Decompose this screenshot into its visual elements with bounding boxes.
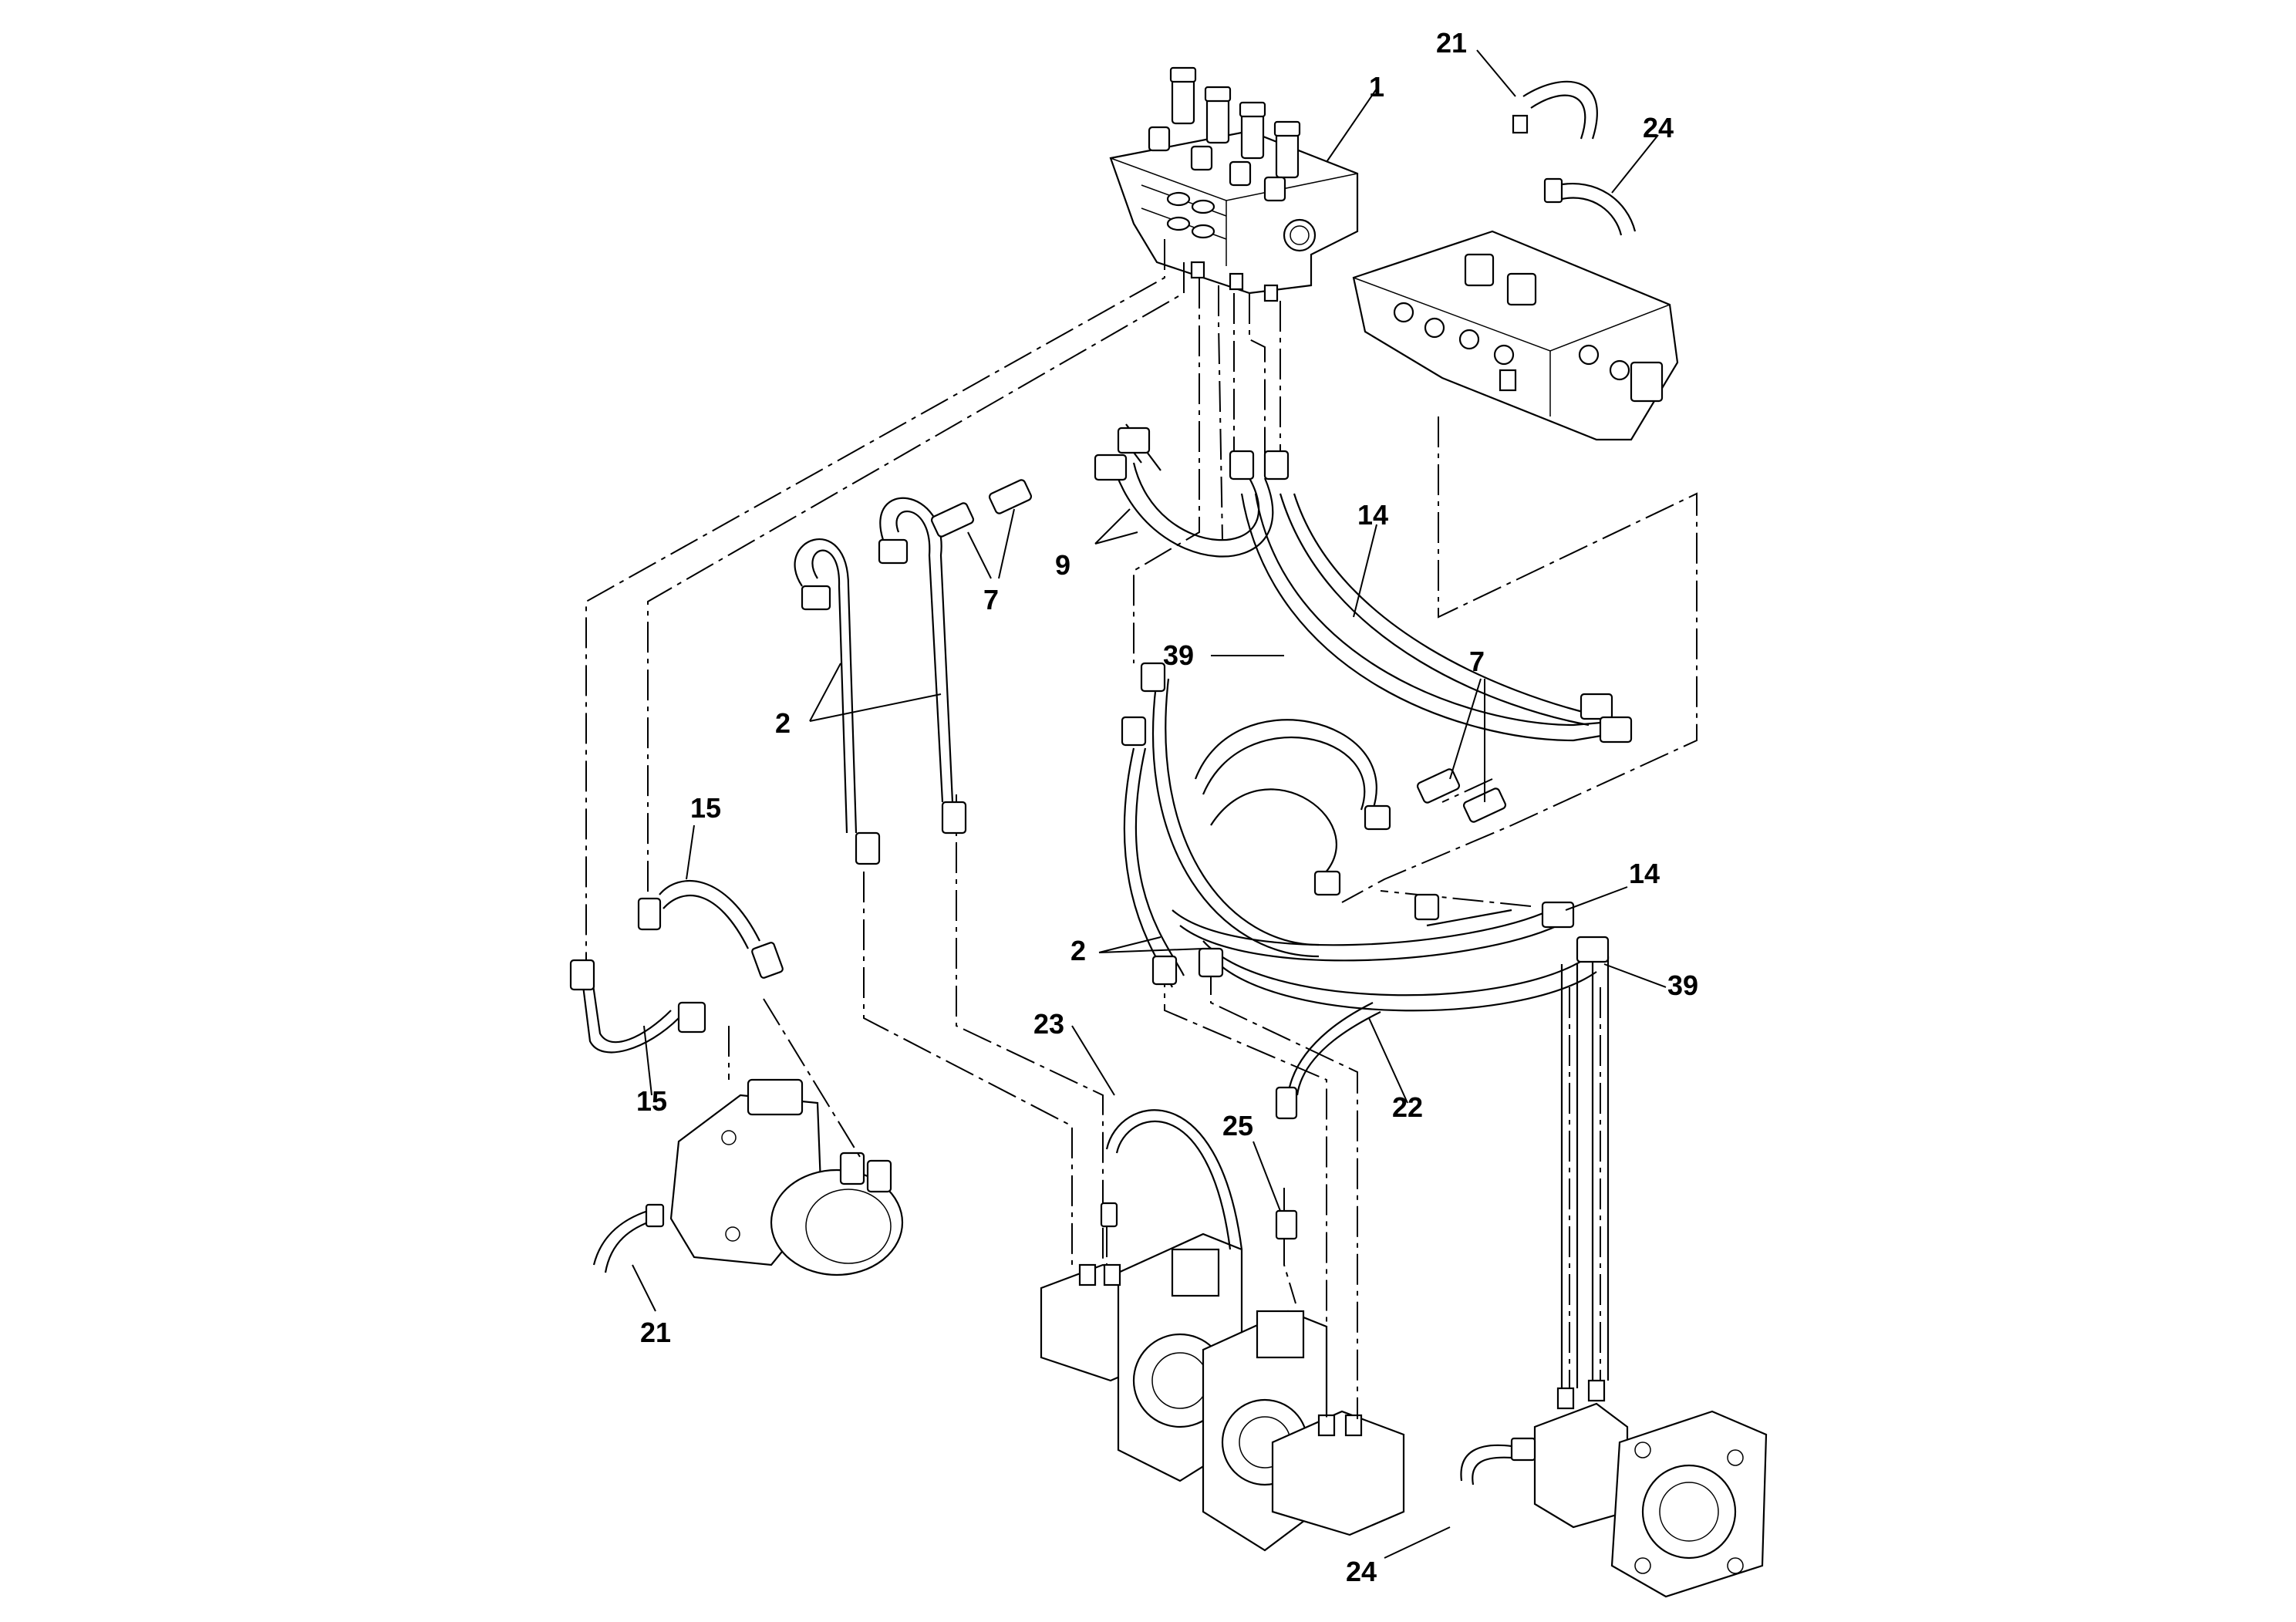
callout-14-upper: 14 bbox=[1357, 499, 1388, 531]
callout-2-lower: 2 bbox=[1070, 935, 1086, 966]
callout-9: 9 bbox=[1055, 549, 1070, 581]
callout-22: 22 bbox=[1392, 1091, 1423, 1123]
callout-25: 25 bbox=[1222, 1110, 1253, 1141]
callout-2-upper: 2 bbox=[775, 707, 791, 739]
fittings bbox=[801, 427, 1633, 1240]
callout-24-top: 24 bbox=[1643, 112, 1674, 143]
callout-23: 23 bbox=[1033, 1008, 1064, 1040]
callout-14-lower: 14 bbox=[1629, 858, 1660, 889]
callout-24-bottom: 24 bbox=[1346, 1556, 1377, 1587]
callout-21-bottom: 21 bbox=[640, 1317, 671, 1348]
left-hydraulic-motor bbox=[669, 1078, 904, 1276]
callout-15-lower: 15 bbox=[636, 1085, 667, 1117]
callout-1: 1 bbox=[1369, 71, 1384, 103]
center-right-motor-with-bracket bbox=[1202, 1310, 1405, 1552]
callout-21-top: 21 bbox=[1436, 27, 1467, 59]
callout-39-upper: 39 bbox=[1163, 639, 1194, 671]
hoses bbox=[569, 80, 1637, 1485]
callout-15-upper: 15 bbox=[690, 792, 721, 824]
main-control-valve-block bbox=[1109, 66, 1359, 302]
leader-lines bbox=[632, 49, 1667, 1559]
right-hydraulic-motor bbox=[1533, 1379, 1768, 1598]
callout-labels: 1 21 24 14 9 7 39 7 2 15 14 2 39 23 22 1… bbox=[636, 27, 1698, 1587]
callout-7-right: 7 bbox=[1469, 646, 1485, 677]
callout-39-lower: 39 bbox=[1667, 969, 1698, 1001]
secondary-valve-block bbox=[1352, 230, 1679, 441]
callout-7-left: 7 bbox=[983, 584, 999, 615]
